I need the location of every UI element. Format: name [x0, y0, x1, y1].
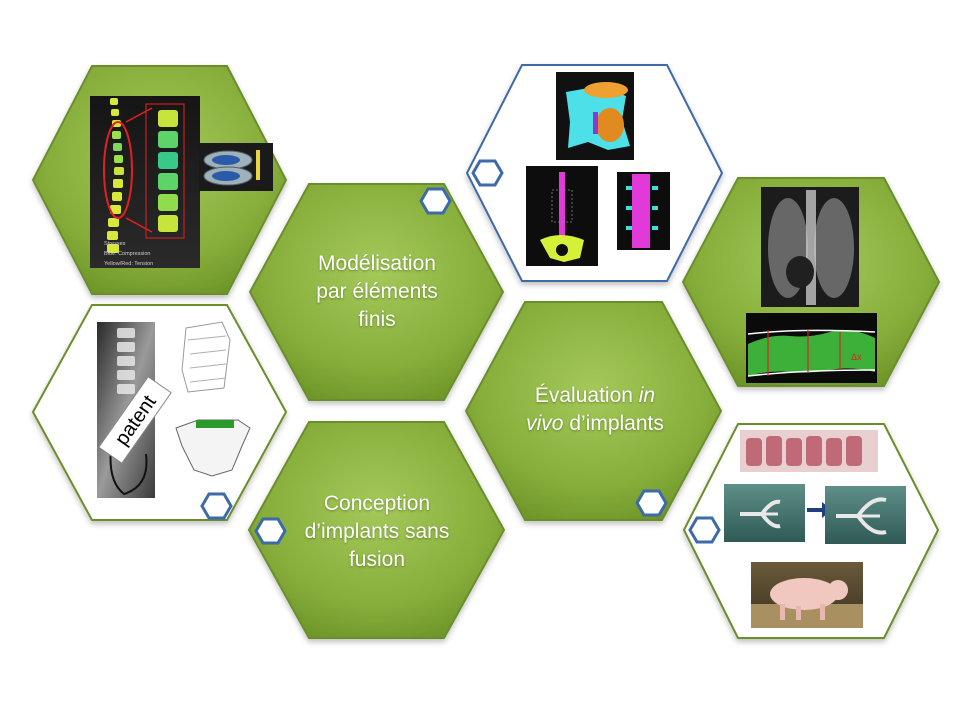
fem-text-hexagon	[248, 183, 505, 401]
connector-node	[688, 516, 721, 544]
spine-xray-patent-image: patent	[97, 322, 172, 498]
fem-stress-legend: Stresses Blue: Compression Yellow/Red: T…	[104, 241, 153, 267]
pig-spine-specimen-image	[740, 430, 878, 472]
connector-node	[419, 187, 452, 215]
invivo-text-hexagon	[464, 301, 723, 521]
invivo-label-line1: Évaluation in	[535, 382, 655, 410]
fem-disc-inset	[199, 143, 273, 191]
fem-label-line2: par éléments	[316, 280, 438, 303]
fem-label-line3: finis	[358, 308, 396, 331]
xray-profile-image: Δx	[746, 313, 877, 383]
legend-tension: Yellow/Red: Tension	[104, 261, 153, 267]
delta-x-label: Δx	[851, 352, 862, 362]
design-label-line3: fusion	[348, 548, 406, 571]
invivo-word-evaluation: Évaluation	[534, 384, 639, 407]
pig-photo-image	[751, 562, 863, 628]
design-label-line2: d’implants sans	[304, 520, 450, 543]
fem-label-line1: Modélisation	[318, 252, 436, 275]
connector-node	[635, 489, 668, 517]
spine-detail-image	[617, 172, 670, 250]
fem-spine-image: Stresses Blue: Compression Yellow/Red: T…	[90, 96, 200, 268]
invivo-word-vivo: vivo	[526, 412, 564, 435]
legend-title: Stresses	[104, 241, 126, 247]
invivo-word-implants: d’implants	[563, 412, 664, 435]
implant-sketch-image	[175, 321, 251, 477]
invivo-label-line2: vivo d’implants	[526, 410, 664, 438]
legend-compression: Blue: Compression	[104, 251, 150, 257]
connector-node	[200, 492, 233, 520]
connector-node	[254, 517, 287, 545]
invivo-word-in: in	[638, 384, 656, 407]
chest-xray-image	[761, 187, 859, 307]
invivo-image-hexagon	[465, 64, 724, 282]
invivo-hexagon-label: Évaluation in vivo d’implants	[508, 370, 682, 450]
patent-image-hexagon: patent	[31, 304, 288, 521]
fem-hexagon-label: Modélisation par éléments finis	[300, 232, 454, 352]
implant-before-image	[724, 484, 805, 542]
xray-image-hexagon: Δx	[681, 177, 941, 387]
design-hexagon-label: Conception d’implants sans fusion	[290, 472, 464, 592]
vertebra-3d-image	[556, 72, 634, 160]
implant-after-image	[825, 486, 906, 544]
design-text-hexagon	[247, 421, 506, 639]
connector-node	[471, 159, 504, 187]
fem-image-hexagon: Stresses Blue: Compression Yellow/Red: T…	[31, 65, 288, 295]
animal-model-image-hexagon	[682, 423, 940, 639]
spine-scan-image	[526, 166, 598, 266]
design-label-line1: Conception	[323, 492, 431, 515]
